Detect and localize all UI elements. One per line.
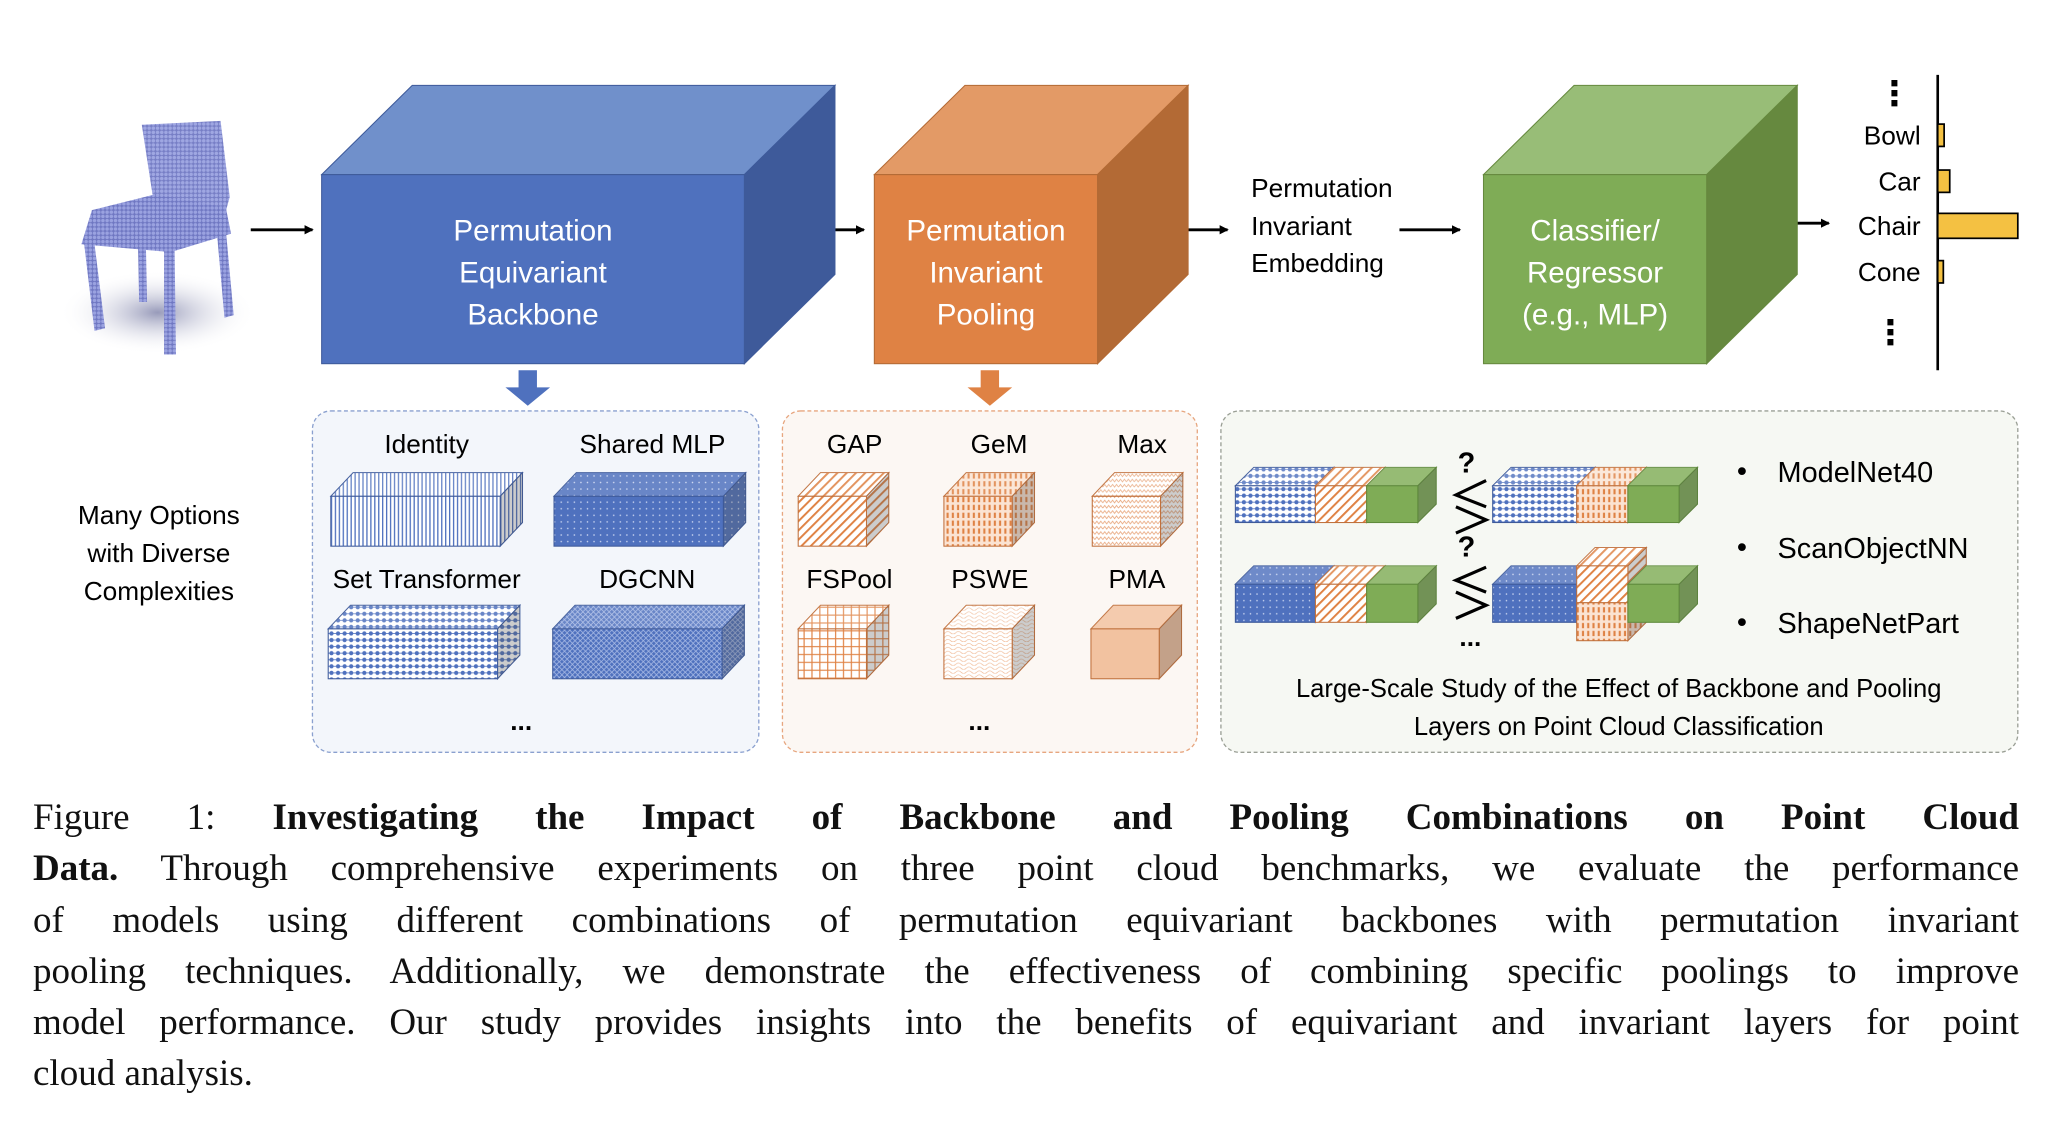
bar-car <box>1936 169 1951 194</box>
caption-text: Through comprehensive experiments on thr… <box>118 848 2019 890</box>
gap-pooling-cube <box>796 471 890 548</box>
shared-mlp-backbone-cube <box>552 471 747 548</box>
pooling-option-label: GeM <box>971 429 1028 459</box>
pooling-title-line: Permutation <box>906 214 1065 247</box>
pma-pooling-cube <box>1089 603 1183 681</box>
pooling-cube <box>873 84 1190 365</box>
caption-line: Figure 1: Investigating the Impact of Ba… <box>33 792 2019 843</box>
set-transformer-backbone-cube <box>326 603 522 681</box>
comparison-question-mark: ? <box>1458 532 1476 564</box>
figure-caption: Figure 1: Investigating the Impact of Ba… <box>33 792 2019 1100</box>
combination-row1-right <box>1491 466 1699 524</box>
caption-bold-title: Investigating the Impact of Backbone and… <box>272 797 2020 838</box>
caption-text: pooling techniques. Additionally, we dem… <box>33 950 2019 992</box>
dgcnn-backbone-cube <box>551 603 746 681</box>
backbone-down-arrow <box>505 370 551 406</box>
backbone-title-line: Permutation <box>453 214 612 247</box>
dataset-bullet: • <box>1737 456 1747 488</box>
pswe-pooling-cube <box>942 603 1036 681</box>
caption-text: Figure 1: <box>33 797 273 838</box>
classifier-cube <box>1482 84 1799 365</box>
pooling-option-label: GAP <box>827 429 882 459</box>
chair-point-cloud-image <box>59 120 257 355</box>
study-caption-line: Layers on Point Cloud Classification <box>1414 713 1824 741</box>
caption-bold-title: Data. <box>33 848 119 890</box>
classifier-title-line: Classifier/ <box>1530 214 1660 247</box>
options-label-line: with Diverse <box>86 538 230 568</box>
pooling-option-label: Max <box>1117 429 1167 459</box>
backbone-title-line: Equivariant <box>459 256 607 289</box>
options-label-line: Many Options <box>78 500 240 530</box>
bar-label: Car <box>1878 166 1921 196</box>
backbone-option-label: Set Transformer <box>333 564 521 594</box>
classifier-block <box>1626 466 1699 524</box>
caption-line: Data. Through comprehensive experiments … <box>33 843 2019 894</box>
caption-text: model performance. Our study provides in… <box>33 1002 2019 1044</box>
embedding-label-line: Permutation <box>1251 173 1393 203</box>
dataset-item: ScanObjectNN <box>1778 533 1969 565</box>
caption-text: cloud analysis. <box>33 1053 253 1095</box>
embedding-label-line: Invariant <box>1251 211 1352 241</box>
pooling-title-line: Pooling <box>937 298 1035 331</box>
pooling-option-label: PSWE <box>951 564 1028 594</box>
pooling-more-ellipsis: ... <box>968 706 990 736</box>
backbone-option-label: Shared MLP <box>580 429 726 459</box>
identity-backbone-cube <box>329 471 524 548</box>
gem-pooling-cube <box>942 471 1036 548</box>
bar-bowl <box>1936 123 1945 148</box>
backbone-title-line: Backbone <box>467 298 598 331</box>
less-greater-symbol <box>1451 565 1491 620</box>
classifier-title-line: Regressor <box>1527 256 1663 289</box>
caption-line: model performance. Our study provides in… <box>33 997 2019 1048</box>
fspool-pooling-cube <box>796 603 890 681</box>
combination-row2-right <box>1491 546 1699 642</box>
caption-line: pooling techniques. Additionally, we dem… <box>33 946 2019 997</box>
bar-label: Chair <box>1858 211 1921 241</box>
combination-row1-left <box>1234 466 1438 524</box>
chart-ellipsis-top: ⋮ <box>1877 75 1911 113</box>
classifier-block <box>1365 564 1438 624</box>
options-label-line: Complexities <box>84 576 234 606</box>
classifier-block <box>1365 466 1438 524</box>
bar-cone <box>1936 259 1945 284</box>
dataset-bullet: • <box>1737 607 1747 639</box>
chart-ellipsis-bottom: ⋮ <box>1873 314 1907 352</box>
combination-row2-left <box>1234 564 1438 624</box>
caption-line: of models using different combinations o… <box>33 895 2019 946</box>
combination-more-ellipsis: ... <box>1459 622 1481 652</box>
pooling-title-line: Invariant <box>929 256 1042 289</box>
bar-label: Bowl <box>1864 120 1921 150</box>
max-pooling-cube <box>1091 471 1185 548</box>
comparison-question-mark: ? <box>1458 448 1476 480</box>
backbone-option-label: Identity <box>384 429 470 459</box>
backbone-option-label: DGCNN <box>599 564 695 594</box>
study-caption-line: Large-Scale Study of the Effect of Backb… <box>1296 675 1941 703</box>
dataset-item: ShapeNetPart <box>1778 608 1959 640</box>
pooling-option-label: PMA <box>1108 564 1165 594</box>
pooling-option-label: FSPool <box>806 564 892 594</box>
caption-text: of models using different combinations o… <box>33 899 2019 941</box>
pooling-down-arrow <box>967 370 1013 406</box>
classifier-title-line: (e.g., MLP) <box>1522 298 1668 331</box>
dataset-bullet: • <box>1737 532 1747 564</box>
backbone-more-ellipsis: ... <box>510 706 532 736</box>
embedding-label-line: Embedding <box>1251 248 1384 278</box>
classifier-block <box>1626 564 1699 624</box>
less-greater-symbol <box>1451 479 1491 535</box>
dataset-item: ModelNet40 <box>1778 457 1934 489</box>
bar-label: Cone <box>1858 257 1921 287</box>
caption-line: cloud analysis. <box>33 1048 2019 1099</box>
backbone-cube <box>320 84 837 365</box>
bar-chair <box>1936 212 2019 240</box>
